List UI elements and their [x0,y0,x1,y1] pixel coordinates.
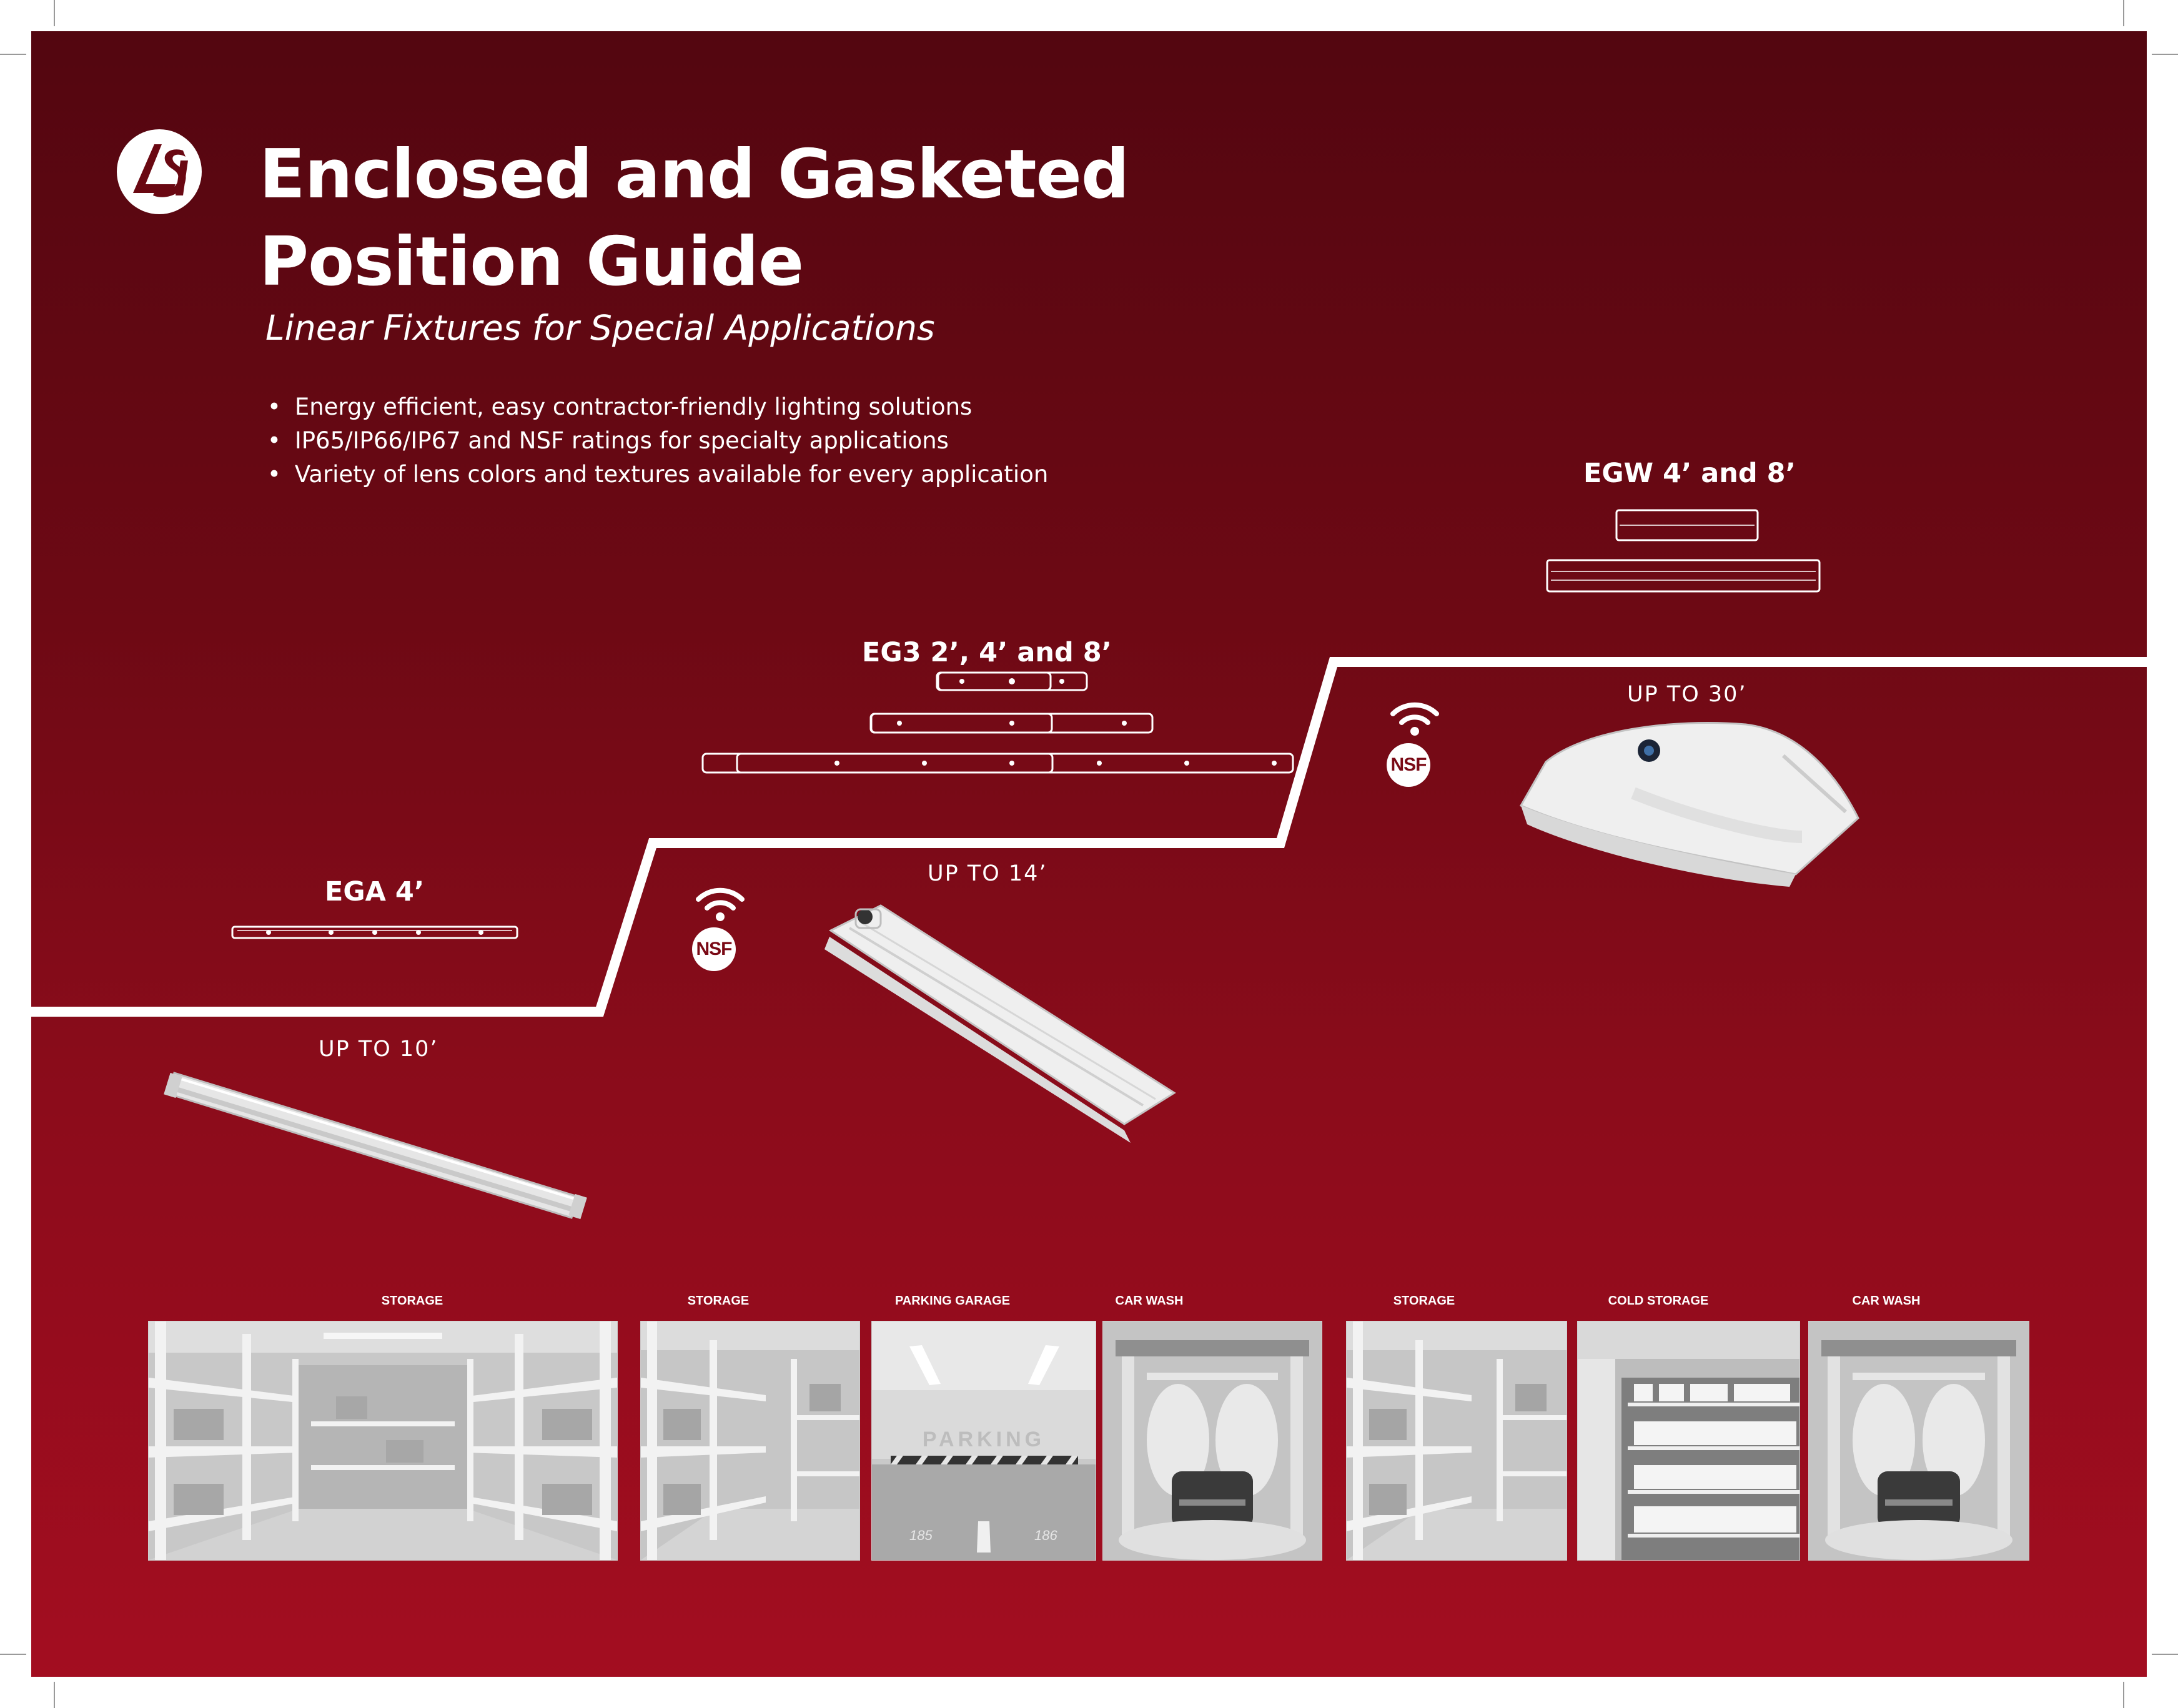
cold-storage-scene-image [1577,1321,1800,1561]
product-label-eg3: EG3 2’, 4’ and 8’ [862,637,1112,668]
storage-scene-image [148,1321,618,1561]
feature-item: IP65/IP66/IP67 and NSF ratings for speci… [267,424,1048,458]
application-caption: STORAGE [1393,1294,1455,1308]
wireless-icon [1390,702,1439,736]
product-label-ega: EGA 4’ [325,876,425,907]
crop-mark [0,54,26,55]
application-caption: STORAGE [687,1294,750,1308]
eg3-fixture-drawings-detail [736,671,1294,774]
crop-mark [2152,1654,2178,1655]
parking-sign-text: PARKING [923,1428,1045,1451]
parking-spot-number: 186 [1034,1528,1057,1543]
wireless-icon [696,887,745,921]
application-caption: COLD STORAGE [1608,1294,1709,1308]
parking-garage-scene-image: PARKING 185 186 [871,1321,1096,1561]
crop-mark [0,1654,26,1655]
storage-scene-image [1346,1321,1567,1561]
page-subtitle: Linear Fixtures for Special Applications [265,308,935,348]
nsf-badge-icon: NSF [1387,743,1430,787]
application-caption: CAR WASH [1115,1294,1184,1308]
page-title: Enclosed and Gasketed Position Guide [259,131,1129,306]
car-wash-scene-image [1808,1321,2029,1561]
parking-spot-number: 185 [909,1528,933,1543]
crop-mark [54,0,55,26]
crop-mark [2152,54,2178,55]
crop-mark [2123,1682,2124,1708]
guide-panel: Enclosed and Gasketed Position Guide Lin… [31,31,2147,1677]
mounting-height-step-line [31,657,2147,1017]
title-line-2: Position Guide [259,223,804,301]
nsf-badge-icon: NSF [692,927,736,971]
ega-fixture-photo [164,1072,587,1220]
feature-item: Energy efficient, easy contractor-friend… [267,390,1048,424]
application-caption: CAR WASH [1852,1294,1921,1308]
egw-fixture-drawings [1546,509,1821,593]
crop-mark [2123,0,2124,26]
title-line-1: Enclosed and Gasketed [259,136,1129,214]
car-wash-scene-image [1102,1321,1322,1561]
mounting-height-eg3: UP TO 14’ [928,861,1047,886]
feature-item: Variety of lens colors and textures avai… [267,458,1048,491]
application-caption: PARKING GARAGE [894,1294,1011,1308]
ega-fixture-drawing [231,926,518,939]
feature-list: Energy efficient, easy contractor-friend… [267,390,1048,491]
mounting-height-ega: UP TO 10’ [319,1037,438,1062]
application-caption: STORAGE [381,1294,443,1308]
egw-fixture-photo [1519,722,1859,887]
eg3-fixture-photo [824,904,1176,1143]
product-label-egw: EGW 4’ and 8’ [1583,458,1796,489]
crop-mark [54,1682,55,1708]
storage-scene-image [640,1321,860,1561]
mounting-height-egw: UP TO 30’ [1627,682,1747,707]
lsi-logo [117,129,202,214]
